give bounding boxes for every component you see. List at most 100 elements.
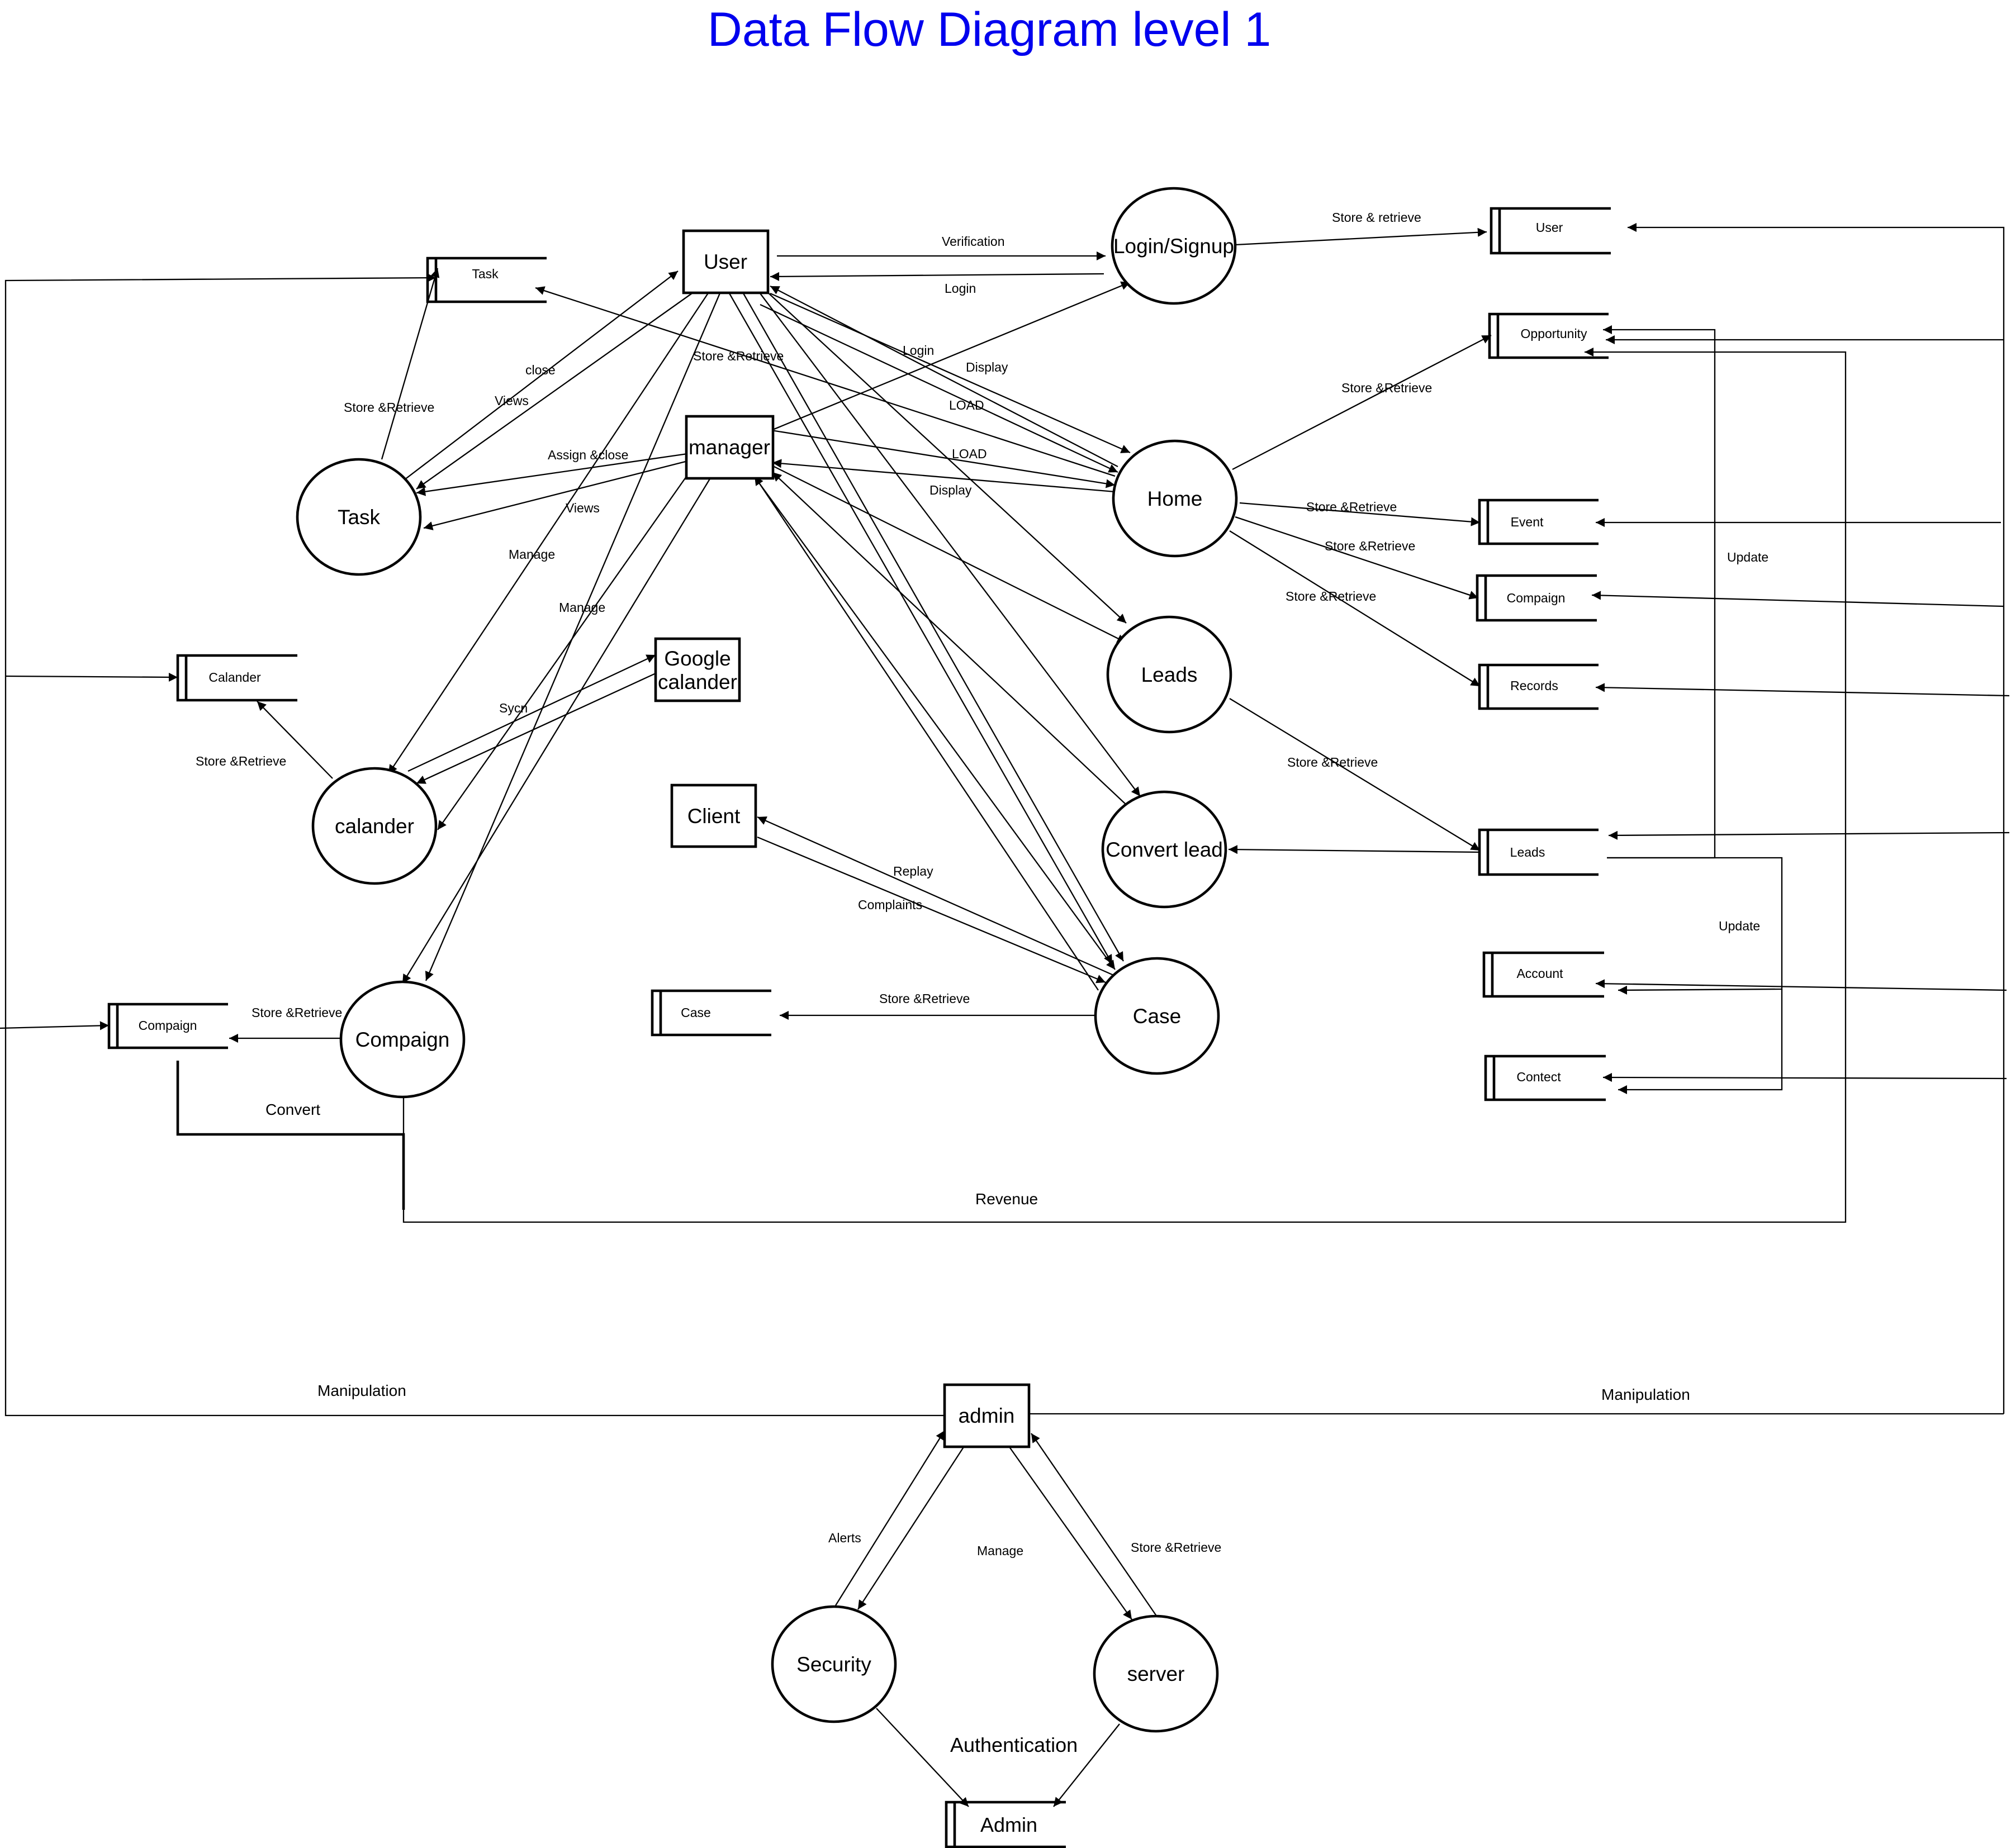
svg-text:Convert lead: Convert lead — [1106, 838, 1223, 861]
label-load2: LOAD — [952, 446, 987, 461]
label-display1: Display — [966, 360, 1008, 374]
svg-text:Case: Case — [1133, 1005, 1181, 1028]
flow-task-store — [381, 268, 440, 460]
flow-user-case-2 — [743, 293, 1124, 962]
svg-text:Task: Task — [472, 267, 499, 281]
label-alerts: Alerts — [828, 1531, 861, 1545]
flow-display-home — [770, 292, 1131, 454]
label-update2: Update — [1719, 919, 1760, 933]
svg-text:Task: Task — [338, 506, 381, 529]
label-verification: Verification — [942, 234, 1005, 249]
entity-client[interactable]: Client — [670, 783, 757, 848]
label-replay: Replay — [893, 864, 933, 878]
flow-manager-compaign — [402, 478, 710, 984]
flow-right-leads — [1608, 830, 2010, 840]
flow-login-to-store — [1235, 227, 1487, 246]
entity-manager[interactable]: manager — [685, 415, 775, 480]
flow-update-opportunity — [1603, 325, 1716, 859]
store-contect[interactable]: Contect — [1484, 1054, 1606, 1101]
flow-right-user — [1628, 222, 2005, 1414]
flow-user-task-close — [416, 290, 696, 490]
flow-manager-login — [771, 281, 1131, 431]
process-compaign[interactable]: Compaign — [339, 980, 466, 1099]
store-compaign-right[interactable]: Compaign — [1476, 574, 1597, 622]
label-manage3: Manage — [977, 1543, 1023, 1558]
flow-convert — [176, 1061, 405, 1210]
entity-admin[interactable]: admin — [943, 1383, 1031, 1448]
store-calander[interactable]: Calander — [176, 654, 297, 702]
label-convert: Convert — [265, 1101, 320, 1118]
flow-right-records — [1595, 683, 2010, 697]
label-authentication: Authentication — [950, 1733, 1078, 1756]
process-security[interactable]: Security — [771, 1605, 897, 1723]
process-task[interactable]: Task — [296, 458, 422, 576]
store-case[interactable]: Case — [651, 989, 771, 1037]
svg-text:Leads: Leads — [1510, 845, 1545, 859]
flow-sycn-2 — [416, 672, 656, 785]
flow-update-account — [1607, 857, 1783, 995]
label-views2: Views — [566, 501, 600, 515]
svg-text:Google: Google — [664, 647, 731, 670]
svg-text:admin: admin — [959, 1404, 1015, 1427]
label-store-retrieve-records: Store &Retrieve — [1286, 589, 1376, 604]
process-server[interactable]: server — [1093, 1614, 1219, 1733]
svg-text:Records: Records — [1510, 678, 1558, 693]
store-account[interactable]: Account — [1482, 951, 1604, 998]
flow-login-home — [770, 285, 1118, 468]
process-login-signup[interactable]: Login/Signup — [1111, 187, 1237, 305]
flow-manager-leads — [774, 465, 1127, 644]
flow-user-load — [760, 303, 1118, 473]
flow-cal-store — [257, 701, 333, 779]
store-compaign-left[interactable]: Compaign — [107, 1003, 228, 1049]
svg-text:Calander: Calander — [208, 670, 261, 685]
svg-text:Security: Security — [796, 1653, 871, 1676]
process-home[interactable]: Home — [1112, 439, 1238, 558]
label-login: Login — [945, 281, 976, 296]
flow-leads-store — [1229, 698, 1481, 851]
store-opportunity[interactable]: Opportunity — [1488, 312, 1609, 359]
label-manipulation-left: Manipulation — [317, 1382, 406, 1399]
flow-server-admin-store — [1053, 1723, 1120, 1807]
process-leads[interactable]: Leads — [1106, 615, 1232, 734]
flow-manager-calander — [437, 474, 688, 830]
flow-replay — [757, 816, 1114, 976]
flow-manage-security — [857, 1444, 966, 1610]
svg-text:Compaign: Compaign — [355, 1028, 450, 1051]
process-calander[interactable]: calander — [311, 767, 438, 885]
store-user[interactable]: User — [1490, 207, 1611, 255]
label-store-retrieve-comp2: Store &Retrieve — [1325, 539, 1415, 553]
store-records[interactable]: Records — [1478, 663, 1599, 710]
process-convert-lead[interactable]: Convert lead — [1101, 790, 1227, 909]
label-store-retrieve-leads: Store &Retrieve — [1287, 755, 1378, 769]
store-event[interactable]: Event — [1478, 498, 1599, 545]
label-store-retrieve-case: Store &Retrieve — [879, 991, 970, 1006]
flow-sycn-1 — [407, 654, 656, 772]
store-leads[interactable]: Leads — [1478, 828, 1599, 876]
label-store-retrieve-user: Store & retrieve — [1332, 210, 1421, 225]
entity-google-calander[interactable]: Google calander — [654, 637, 741, 702]
flow-login — [770, 272, 1104, 281]
label-manage1: Manage — [509, 547, 555, 562]
svg-text:Contect: Contect — [1516, 1070, 1561, 1084]
flow-assign-close — [416, 453, 688, 496]
flow-user-calander — [388, 290, 710, 775]
label-assign-close: Assign &close — [548, 448, 628, 462]
flow-right-contect — [1602, 1072, 2007, 1082]
label-store-retrieve-task: Store &Retrieve — [344, 400, 434, 415]
flow-update-contect — [1618, 989, 1783, 1095]
process-case[interactable]: Case — [1094, 957, 1220, 1075]
store-task[interactable]: Task — [426, 256, 547, 303]
label-update1: Update — [1727, 550, 1768, 564]
flow-server-admin — [1031, 1433, 1158, 1617]
flow-user-leads — [765, 290, 1127, 624]
flow-home-event — [1239, 502, 1481, 526]
flow-convert-manager — [772, 472, 1127, 805]
store-admin[interactable]: Admin — [945, 1801, 1066, 1848]
diagram-title: Data Flow Diagram level 1 — [708, 3, 1271, 56]
flow-left-to-comp — [0, 1021, 110, 1030]
label-close: close — [525, 363, 556, 377]
svg-text:Login/Signup: Login/Signup — [1113, 235, 1234, 258]
svg-text:User: User — [704, 250, 747, 273]
flow-home-compaign — [1235, 516, 1479, 600]
entity-user[interactable]: User — [682, 229, 770, 294]
